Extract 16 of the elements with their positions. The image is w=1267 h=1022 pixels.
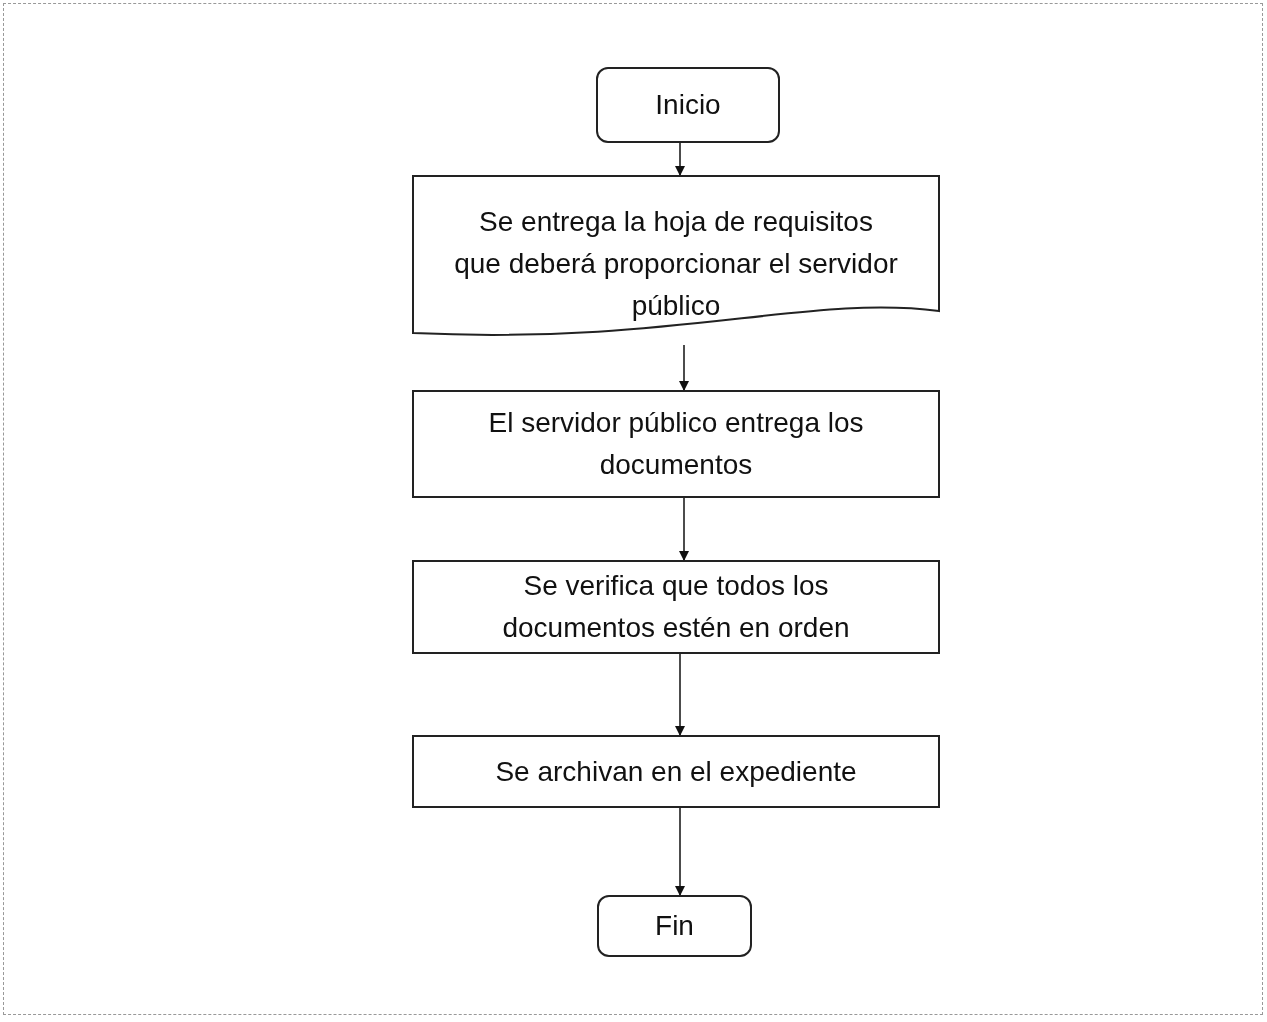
terminal-box <box>597 895 752 957</box>
arrow <box>675 807 685 896</box>
process-box <box>412 390 940 498</box>
process-box <box>412 560 940 654</box>
arrow <box>675 142 685 176</box>
step-text: Se verifica que todos los documentos estén en orden <box>501 569 851 645</box>
process-box <box>412 735 940 808</box>
terminal-box <box>596 67 780 143</box>
arrow <box>675 653 685 736</box>
arrow <box>679 497 689 561</box>
step-text: El servidor público entrega los documentos <box>487 406 865 482</box>
step-text: Fin <box>655 909 694 943</box>
arrow <box>679 344 689 391</box>
step-text: Se archivan en el expediente <box>495 754 857 789</box>
step-text: Se entrega la hoja de requisitos que deberá proporcionar el servidor público <box>453 205 899 323</box>
step-text: Inicio <box>655 88 721 122</box>
